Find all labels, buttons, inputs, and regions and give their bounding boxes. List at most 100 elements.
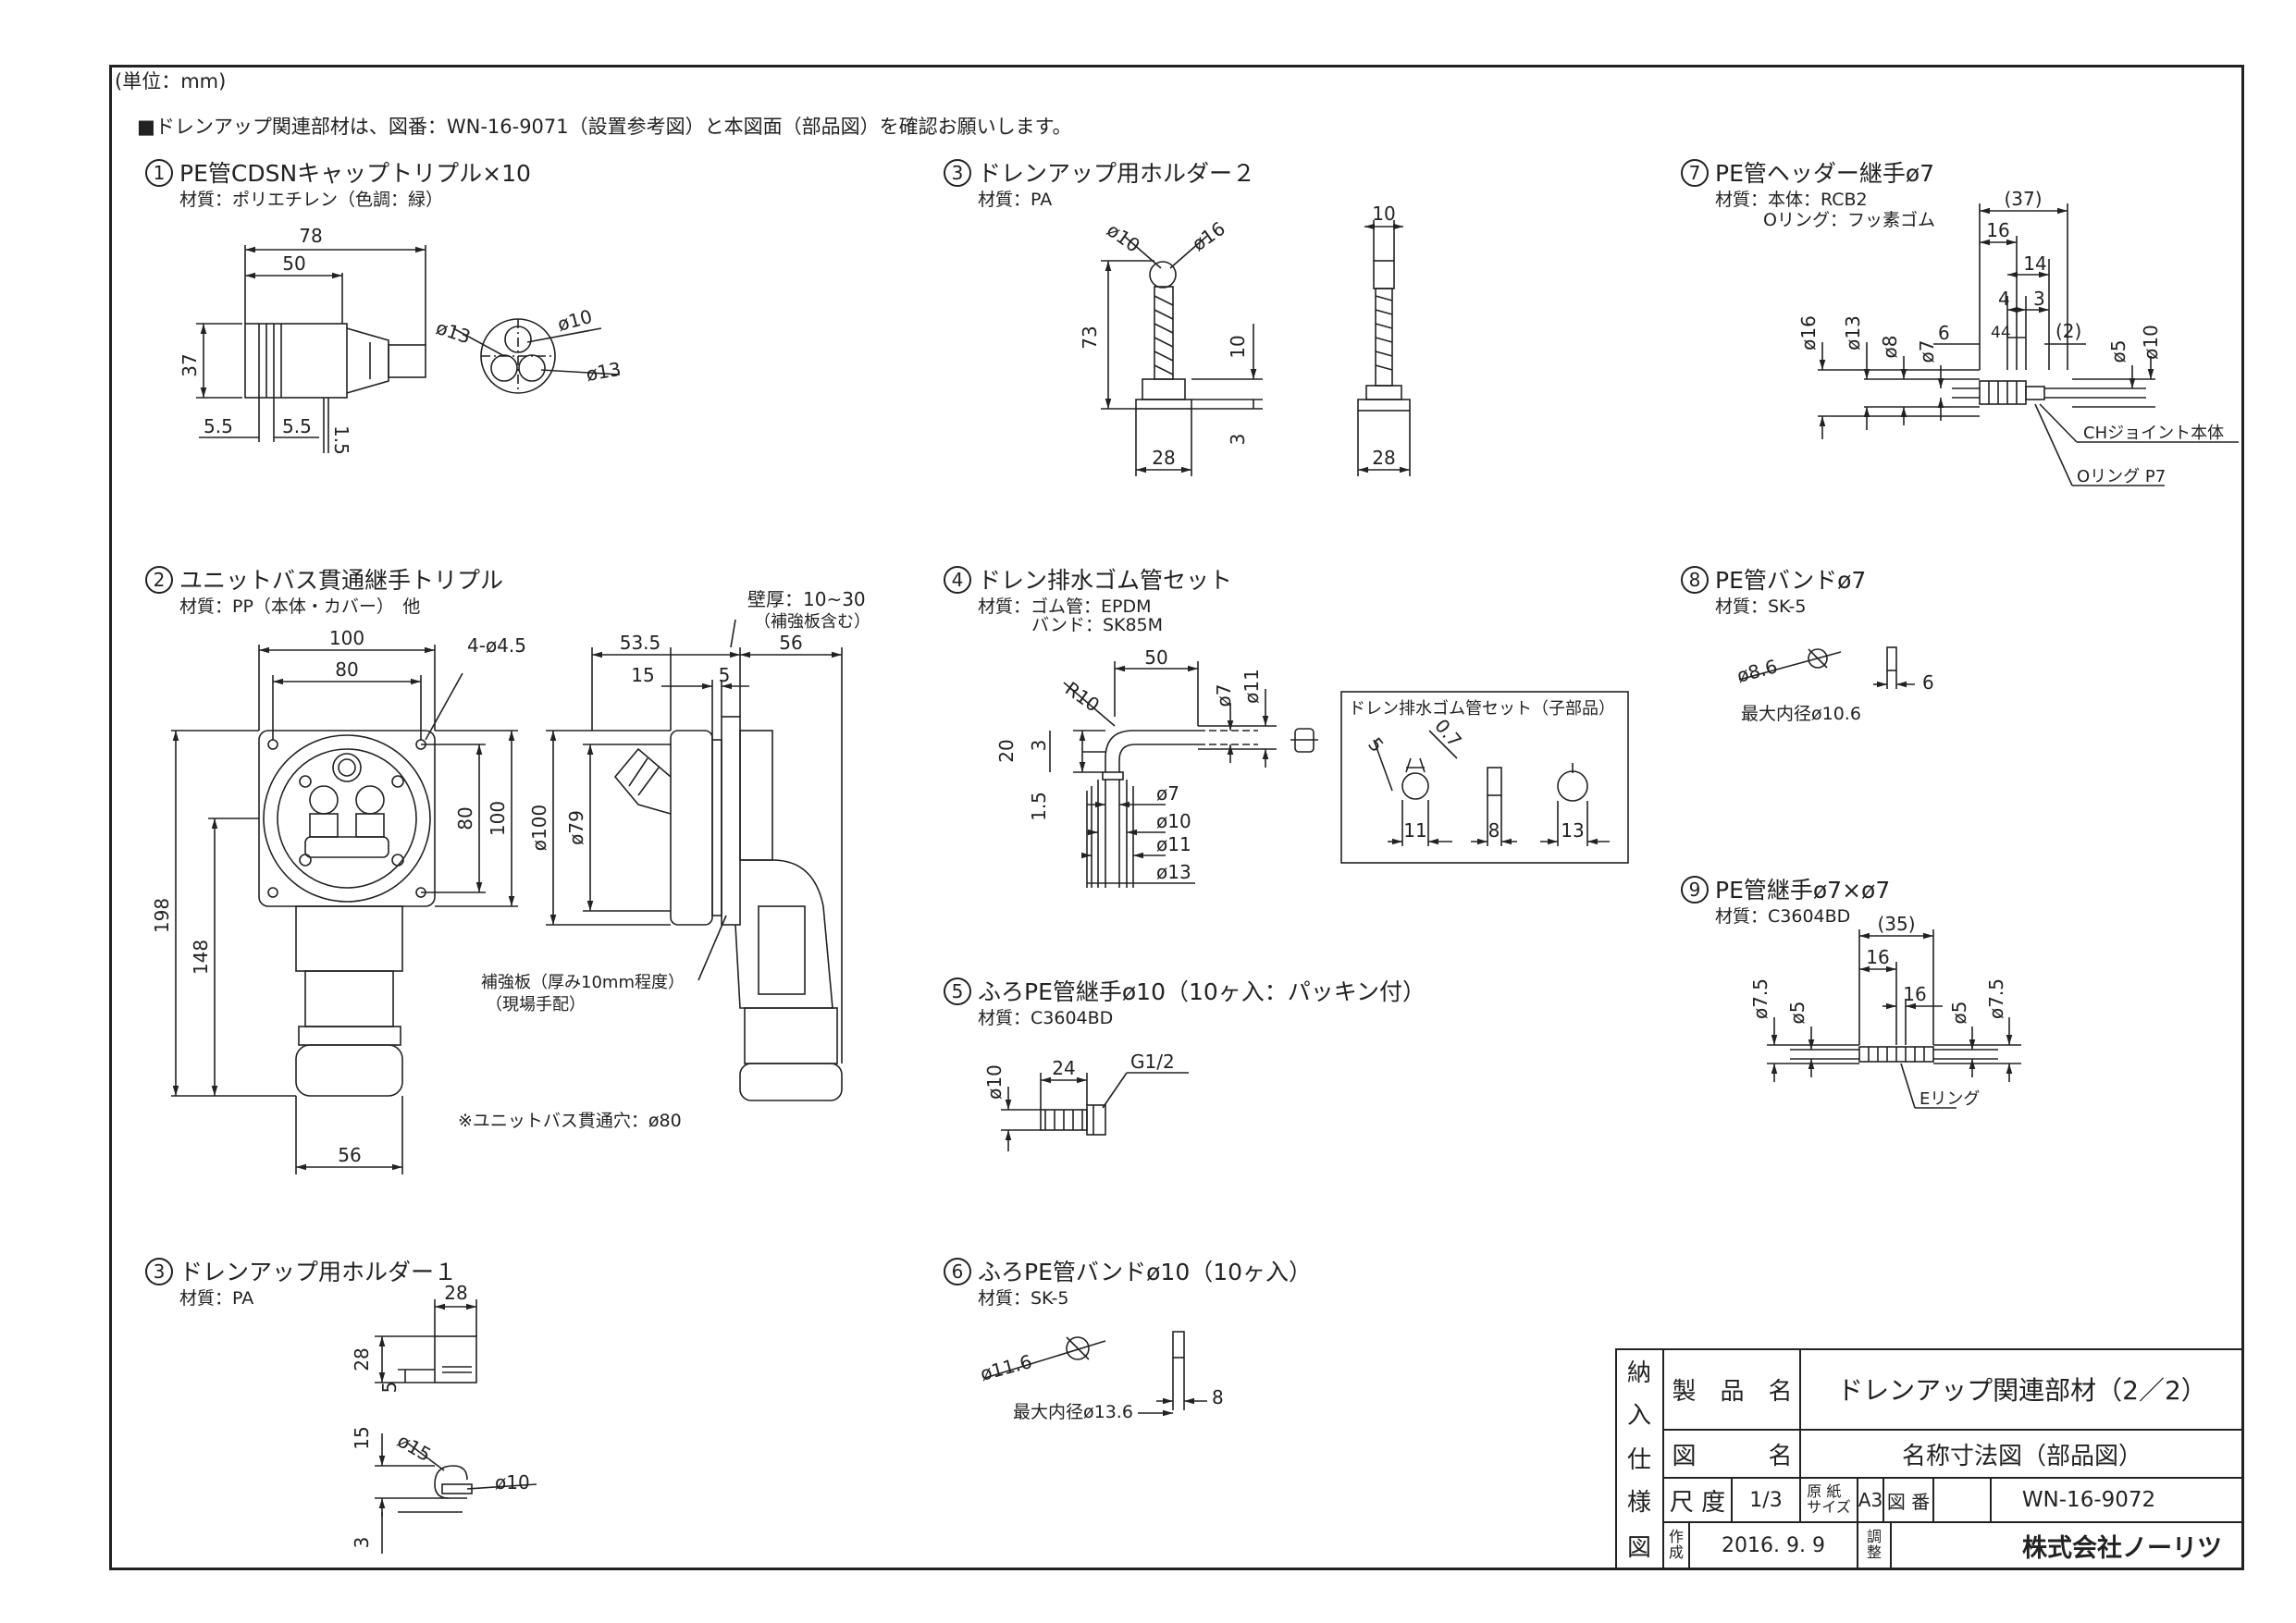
dim-p2-v100: 100 (487, 801, 509, 836)
part-material-5: 材質：C3604BD (978, 1008, 1114, 1028)
dim-p9-35: (35) (1877, 913, 1915, 935)
dim-p3b-o10: ø10 (1103, 218, 1144, 256)
part1-drawing (196, 245, 621, 453)
dim-p3a-3: 3 (351, 1537, 373, 1549)
tb-product-label: 製 品 名 (1672, 1377, 1793, 1406)
tb-date: 2016. 9. 9 (1722, 1533, 1825, 1557)
dim-p4-50: 50 (1144, 646, 1167, 669)
dim-p4-l11: ø11 (1156, 833, 1191, 855)
part3a-drawing (375, 1299, 537, 1554)
dim-p4-3: 3 (1028, 740, 1050, 752)
dim-p7-4: 4 (1998, 288, 2010, 310)
dim-p4-l7: ø7 (1156, 782, 1179, 805)
dim-p9-o75b: ø7.5 (1985, 978, 2007, 1019)
part8-drawing (1738, 646, 1915, 689)
part-title-1: PE管CDSNキャップトリプル×10 (179, 160, 531, 187)
dim-p2-535: 53.5 (620, 632, 661, 654)
tb-scale-label: 尺 度 (1669, 1488, 1726, 1517)
dim-p7-6: 6 (1938, 322, 1950, 344)
dim-p7-o10: ø10 (2140, 325, 2162, 360)
label-p9-ring: Eリング (1920, 1089, 1980, 1109)
dim-p4-b5: 5 (1364, 733, 1389, 756)
dim-p7-44: 44 (1991, 324, 2011, 342)
dim-p3a-28: 28 (444, 1282, 467, 1304)
label-p4-box: ドレン排水ゴム管セット（子部品） (1349, 699, 1615, 719)
dim-p3b-o16: ø16 (1188, 217, 1229, 255)
part-title-7: PE管ヘッダー継手ø7 (1715, 160, 1935, 187)
general-note: ■ドレンアップ関連部材は、図番：WN-16-9071（設置参考図）と本図面（部品… (137, 116, 1072, 138)
part-material-7b: Oリング：フッ素ゴム (1763, 210, 1935, 230)
dim-p3a-v5: 5 (378, 1382, 401, 1394)
label-p6-max: 最大内径ø13.6 (1013, 1402, 1133, 1422)
tb-paper-label: 原 紙 サイズ (1807, 1482, 1851, 1516)
tb-made-label: 作 成 (1668, 1528, 1684, 1561)
part6-drawing (984, 1331, 1207, 1417)
title-block: 納 入 仕 様 図 製 品 名 ドレンアップ関連部材（2／2） 図 名 名称寸法… (1615, 1348, 2244, 1570)
dim-p2-o100: ø100 (528, 805, 550, 851)
dim-p7-o16: ø16 (1797, 315, 1820, 350)
tb-drawing: 名称寸法図（部品図） (1901, 1442, 2142, 1470)
dim-p3a-15: 15 (351, 1426, 373, 1449)
dim-p9-o75a: ø7.5 (1749, 978, 1771, 1019)
dim-p4-o11: ø11 (1241, 669, 1263, 704)
tb-side-1: 納 (1626, 1359, 1651, 1387)
part-material-3b: 材質：PA (978, 190, 1053, 210)
part-title-3b: ドレンアップ用ホルダー２ (978, 160, 1256, 187)
dim-p1-15: 1.5 (330, 425, 352, 455)
dim-p6-o116: ø11.6 (978, 1350, 1034, 1385)
part-title-6: ふろPE管バンドø10（10ヶ入） (978, 1259, 1313, 1285)
dim-p2-5: 5 (719, 664, 731, 686)
drawing-frame (109, 65, 2244, 1570)
tb-scale: 1/3 (1749, 1488, 1783, 1512)
dim-p9-o5a: ø5 (1786, 1002, 1808, 1025)
part-material-9: 材質：C3604BD (1715, 906, 1851, 927)
tb-side-3: 仕 (1626, 1445, 1651, 1474)
dim-p3b-10: 10 (1227, 335, 1249, 358)
label-p7-oring: Oリング P7 (2077, 467, 2166, 486)
dim-p3b-s10: 10 (1372, 203, 1395, 225)
part-title-2: ユニットバス貫通継手トリプル (179, 567, 504, 594)
part-material-4b: バンド：SK85M (1031, 615, 1164, 635)
label-p8-max: 最大内径ø10.6 (1741, 704, 1861, 724)
dim-p3a-o10: ø10 (495, 1471, 530, 1494)
dim-p5-o10: ø10 (983, 1064, 1006, 1100)
dim-p4-15: 1.5 (1028, 792, 1050, 821)
dim-p4-b8: 8 (1488, 819, 1500, 842)
label-p2-plate: 補強板（厚み10mm程度） (481, 973, 685, 992)
dim-p7-14: 14 (2023, 252, 2046, 275)
dim-p2-100: 100 (329, 627, 364, 649)
dim-p7-37: (37) (2004, 188, 2042, 210)
part-material-4: 材質：ゴム管：EPDM (978, 596, 1152, 617)
dim-p1-55b: 5.5 (282, 415, 312, 437)
dim-p6-8: 8 (1212, 1386, 1224, 1408)
label-p7-ch: CHジョイント本体 (2083, 424, 2224, 443)
dim-p2-15: 15 (631, 664, 654, 686)
part-title-3a: ドレンアップ用ホルダー１ (179, 1259, 458, 1285)
label-p2-plate2: （現場手配） (486, 995, 586, 1014)
dim-p4-b13: 13 (1561, 819, 1584, 842)
tb-side-4: 様 (1626, 1488, 1651, 1517)
label-p2-wall: 壁厚：10~30 (747, 588, 866, 610)
dim-p1-37: 37 (179, 353, 201, 376)
tb-company-logo: 株式会社ノーリツ (2022, 1533, 2222, 1563)
dim-p7-2: (2) (2055, 320, 2081, 342)
tb-side-2: 入 (1626, 1401, 1651, 1430)
dim-p9-16a: 16 (1866, 946, 1889, 968)
dim-p7-3: 3 (2033, 288, 2045, 310)
dim-p2-80: 80 (335, 658, 358, 681)
part-material-3a: 材質：PA (179, 1288, 254, 1309)
dim-p3a-v28: 28 (351, 1347, 373, 1371)
unit-label: (単位：mm) (115, 70, 227, 92)
dim-p7-16: 16 (1986, 219, 2009, 241)
dim-p8-o86: ø8.6 (1734, 655, 1780, 687)
dim-p9-16b: 16 (1903, 983, 1926, 1005)
part7-drawing (1818, 203, 2239, 486)
dim-p5-24: 24 (1052, 1057, 1075, 1079)
label-p2-wall2: （補強板含む） (754, 612, 870, 632)
dim-p2-v80: 80 (454, 806, 476, 830)
dim-p4-o7: ø7 (1213, 684, 1235, 707)
dim-p2-198: 198 (151, 898, 173, 933)
part-material-2: 材質：PP（本体・カバー） 他 (179, 596, 421, 617)
part-material-1: 材質：ポリエチレン（色調：緑） (179, 190, 444, 210)
